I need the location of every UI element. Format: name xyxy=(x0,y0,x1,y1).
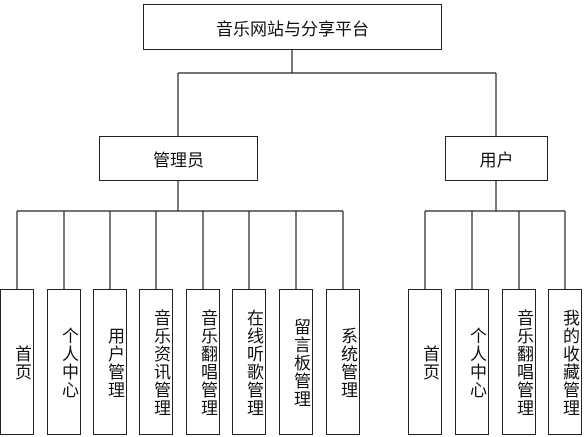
admin-module-music-news-management: 音乐资讯管理 xyxy=(139,289,173,435)
root-node: 音乐网站与分享平台 xyxy=(143,4,442,50)
admin-module-music-cover-management: 音乐翻唱管理 xyxy=(186,289,220,435)
user-module-personal-center: 个人中心 xyxy=(455,289,489,435)
admin-module-system-management: 系统管理 xyxy=(326,289,360,435)
branch-node-admin: 管理员 xyxy=(99,136,258,181)
user-module-home: 首页 xyxy=(408,289,442,435)
admin-module-online-listening-management: 在线听歌管理 xyxy=(232,289,266,435)
branch-node-user: 用户 xyxy=(445,136,548,181)
admin-module-personal-center: 个人中心 xyxy=(47,289,81,435)
admin-module-message-board-management: 留言板管理 xyxy=(279,289,313,435)
admin-module-user-management: 用户管理 xyxy=(93,289,127,435)
admin-module-home: 首页 xyxy=(0,289,34,435)
user-module-favorites-management: 我的收藏管理 xyxy=(548,289,582,435)
user-module-music-cover-management: 音乐翻唱管理 xyxy=(502,289,536,435)
